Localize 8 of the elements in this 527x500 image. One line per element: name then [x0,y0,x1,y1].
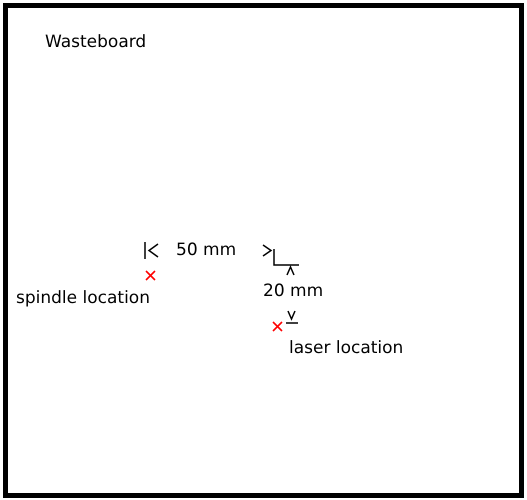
board-outline [3,3,524,498]
board-title: Wasteboard [45,32,146,52]
location-label: laser location [289,338,404,358]
location-label: spindle location [16,288,150,308]
location-mark [272,321,283,332]
dimension-label: 50 mm [176,240,236,260]
location-mark [145,270,156,281]
dimension-label: 20 mm [263,281,324,301]
